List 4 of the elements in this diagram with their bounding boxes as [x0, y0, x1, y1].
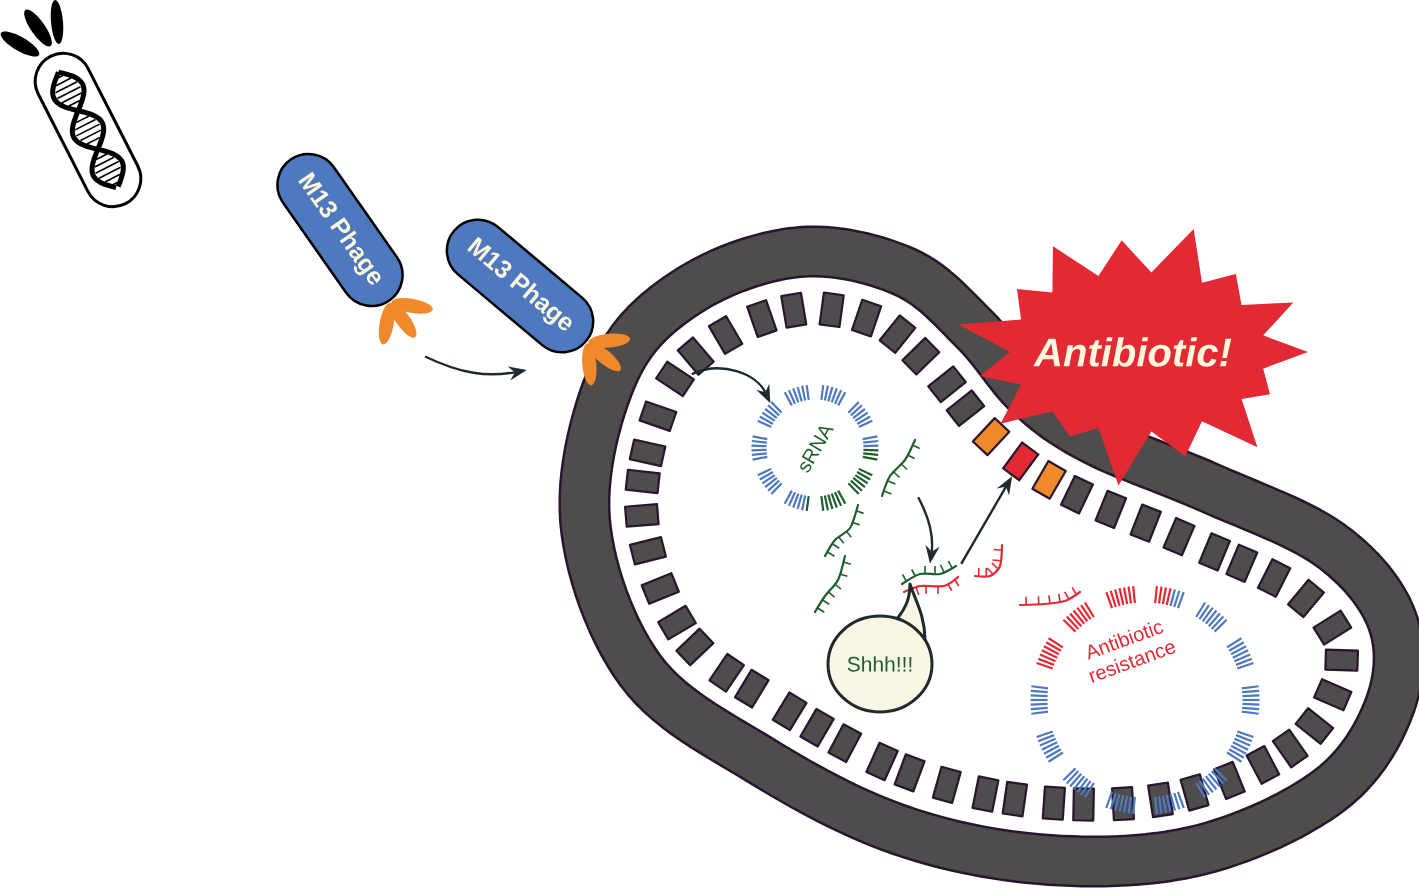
rna-strand — [880, 438, 921, 498]
starburst: Antibiotic! — [958, 229, 1308, 486]
speech-bubble: Shhh!!! — [826, 582, 934, 714]
phage-drawing — [0, 0, 143, 209]
